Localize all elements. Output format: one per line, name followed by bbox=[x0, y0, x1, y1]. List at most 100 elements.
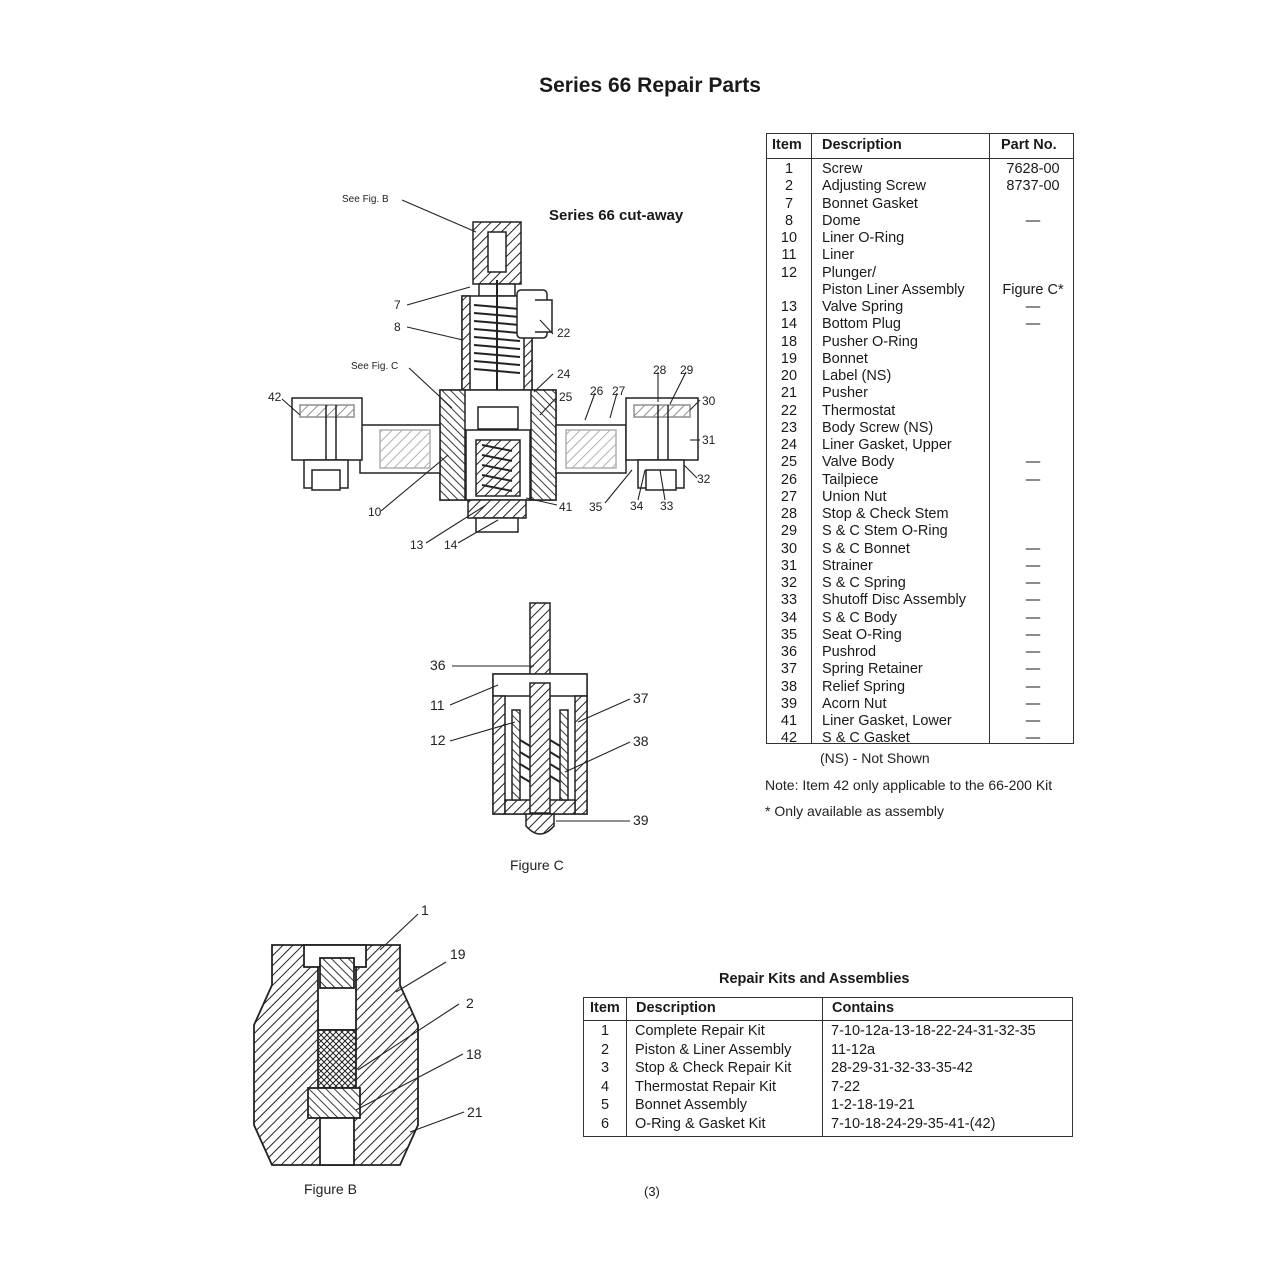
cutaway-valve-drawing bbox=[281, 199, 701, 544]
part-description-cell: Liner O-Ring bbox=[822, 230, 905, 246]
part-description-cell: Plunger/ bbox=[822, 264, 877, 281]
part-item-cell: 32 bbox=[780, 575, 798, 591]
kits-table-row: 6 O-Ring & Gasket Kit 7-10-18-24-29-35-41-… bbox=[584, 1115, 1072, 1134]
part-description-cell: Thermostat bbox=[822, 402, 896, 419]
kits-table-divider bbox=[822, 998, 823, 1136]
kit-item-cell: 5 bbox=[600, 1097, 610, 1114]
part-item-cell: 1 bbox=[784, 161, 794, 177]
part-number-cell: — bbox=[1025, 609, 1041, 626]
part-description-cell: Bonnet bbox=[822, 350, 868, 367]
part-description-cell: Pushrod bbox=[822, 644, 877, 660]
part-item-cell: 30 bbox=[780, 540, 798, 557]
part-item-cell: 11 bbox=[781, 247, 797, 264]
part-description-cell: Acorn Nut bbox=[822, 695, 887, 712]
kit-item-cell: 3 bbox=[600, 1060, 610, 1077]
figure-b-callout-21: 21 bbox=[467, 1104, 483, 1120]
part-item-cell: 2 bbox=[784, 178, 794, 195]
part-item-cell: 21 bbox=[780, 385, 798, 402]
figure-b-callout-2: 2 bbox=[466, 995, 474, 1011]
callout-see-fig-c: See Fig. C bbox=[351, 361, 399, 372]
part-number-cell: — bbox=[1025, 212, 1041, 229]
part-description-cell: Shutoff Disc Assembly bbox=[822, 592, 966, 609]
part-description-cell: Bottom Plug bbox=[822, 316, 901, 333]
part-item-cell: 22 bbox=[780, 402, 798, 419]
part-item-cell: 13 bbox=[780, 299, 798, 315]
kits-header-contains: Contains bbox=[832, 1000, 895, 1016]
part-description-cell: Stop & Check Stem bbox=[822, 506, 949, 522]
part-description-cell: Screw bbox=[822, 161, 863, 177]
kit-description-cell: Complete Repair Kit bbox=[635, 1023, 765, 1039]
figure-b-callout-19: 19 bbox=[450, 946, 466, 962]
figure-c-callout-36: 36 bbox=[430, 657, 446, 673]
kit-item-cell: 4 bbox=[600, 1078, 610, 1095]
part-item-cell: 19 bbox=[780, 350, 798, 367]
part-item-cell: 37 bbox=[780, 661, 798, 678]
part-description-cell: Pusher O-Ring bbox=[822, 333, 918, 350]
part-item-cell: 29 bbox=[780, 523, 798, 540]
kit-description-cell: Thermostat Repair Kit bbox=[635, 1078, 777, 1095]
parts-table-row: 19 Bonnet bbox=[767, 351, 1073, 368]
kit-item-cell: 6 bbox=[600, 1115, 610, 1132]
callout-30: 30 bbox=[702, 394, 716, 408]
callout-24: 24 bbox=[557, 367, 571, 381]
callout-25: 25 bbox=[559, 390, 573, 404]
page-title: Series 66 Repair Parts bbox=[539, 74, 761, 97]
part-description-cell: Adjusting Screw bbox=[822, 178, 926, 195]
part-number-cell: 7628-00 bbox=[1006, 161, 1060, 177]
part-item-cell: 35 bbox=[780, 626, 798, 643]
part-description-cell: Relief Spring bbox=[822, 678, 906, 695]
part-item-cell: 10 bbox=[780, 230, 798, 246]
callout-42: 42 bbox=[268, 390, 282, 404]
parts-table-row: 10 Liner O-Ring bbox=[767, 230, 1073, 247]
kits-table-row: 4 Thermostat Repair Kit 7-22 bbox=[584, 1078, 1072, 1097]
kit-description-cell: Bonnet Assembly bbox=[635, 1097, 748, 1114]
part-number-cell: — bbox=[1025, 299, 1041, 315]
part-description-cell: Dome bbox=[822, 212, 861, 229]
part-description-cell: Strainer bbox=[822, 557, 873, 574]
part-item-cell: 18 bbox=[780, 333, 798, 350]
kit-description-cell: O-Ring & Gasket Kit bbox=[635, 1115, 766, 1132]
part-description-cell: Piston Liner Assembly bbox=[822, 281, 965, 298]
kit-contains-cell: 7-10-18-24-29-35-41-(42) bbox=[831, 1115, 996, 1132]
part-item-cell: 39 bbox=[780, 695, 798, 712]
part-item-cell: 31 bbox=[780, 557, 798, 574]
callout-35: 35 bbox=[589, 500, 603, 514]
callout-33: 33 bbox=[660, 499, 674, 513]
part-item-cell: 23 bbox=[780, 419, 798, 436]
part-number-cell: — bbox=[1025, 316, 1041, 333]
kit-contains-cell: 11-12a bbox=[831, 1041, 876, 1058]
part-description-cell: Tailpiece bbox=[822, 471, 879, 488]
callout-13: 13 bbox=[410, 538, 424, 552]
part-number-cell: 8737-00 bbox=[1006, 178, 1060, 195]
figure-b-callout-1: 1 bbox=[421, 902, 429, 918]
callout-29: 29 bbox=[680, 363, 694, 377]
figure-b-caption: Figure B bbox=[304, 1181, 357, 1197]
note-item-42: Note: Item 42 only applicable to the 66-… bbox=[765, 777, 1053, 793]
part-item-cell: 41 bbox=[780, 713, 798, 729]
kits-table-divider bbox=[626, 998, 627, 1136]
kit-contains-cell: 7-22 bbox=[831, 1078, 861, 1095]
part-item-cell: 36 bbox=[780, 644, 798, 660]
figure-c-callout-11: 11 bbox=[430, 697, 445, 713]
callout-31: 31 bbox=[702, 433, 716, 447]
figure-c-callout-12: 12 bbox=[430, 732, 446, 748]
parts-table-row: 22 Thermostat bbox=[767, 403, 1073, 420]
